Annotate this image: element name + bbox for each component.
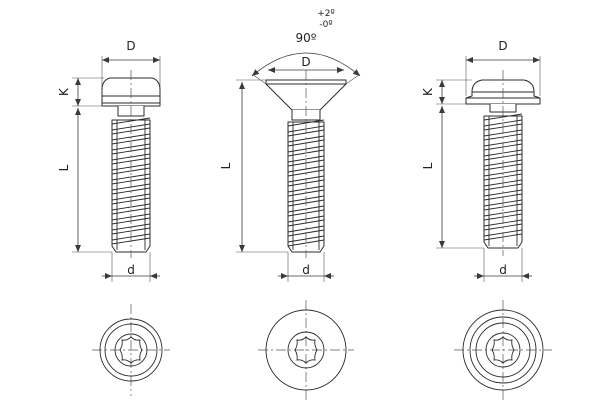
label-K-1: K: [57, 87, 71, 96]
hexalobular-drive-icon: [491, 336, 515, 364]
countersunk-screw: 90º +2º -0º D L d: [219, 9, 361, 282]
label-d-3: d: [499, 263, 507, 277]
label-tol-minus: -0º: [319, 20, 332, 30]
label-tol-plus: +2º: [317, 9, 335, 19]
label-d-2: d: [302, 263, 310, 277]
top-view-flange: [454, 300, 552, 400]
label-L-2: L: [219, 162, 233, 169]
top-view-countersunk: [258, 300, 354, 400]
pan-head-screw: D K L d: [57, 39, 161, 282]
top-view-pan: [92, 304, 170, 396]
flange-head-screw: D K L d: [421, 39, 541, 282]
label-L-3: L: [421, 162, 435, 169]
label-L-1: L: [57, 164, 71, 171]
hexalobular-drive-icon: [119, 336, 143, 364]
label-D-3: D: [498, 39, 507, 53]
angle-arc: [251, 52, 361, 77]
label-angle: 90º: [296, 31, 317, 45]
label-K-3: K: [421, 87, 435, 96]
label-D-1: D: [126, 39, 135, 53]
label-D-2: D: [301, 55, 310, 69]
hexalobular-drive-icon: [294, 336, 318, 364]
label-d-1: d: [127, 263, 135, 277]
